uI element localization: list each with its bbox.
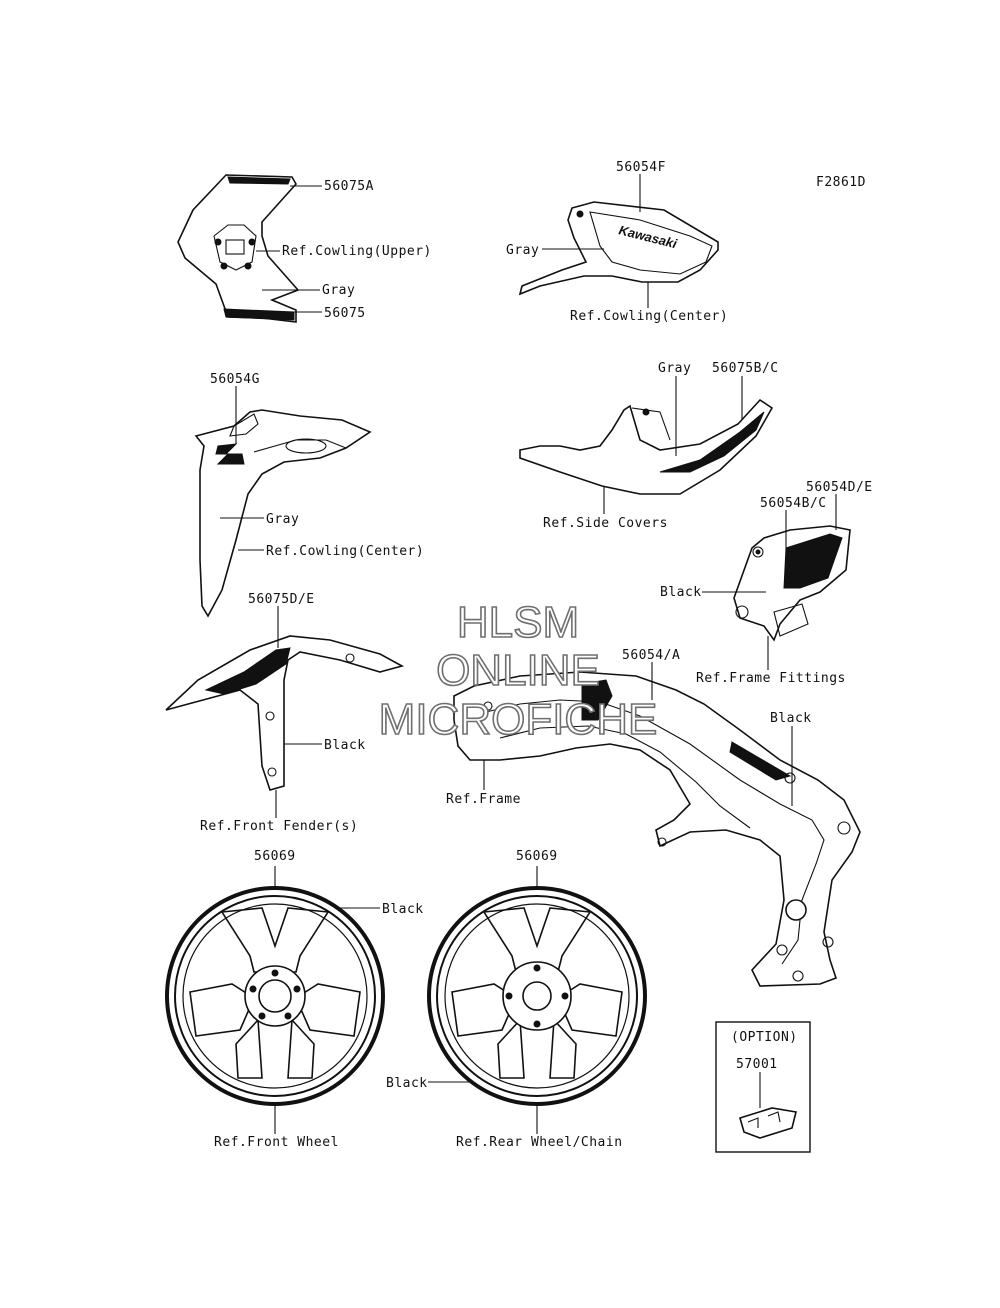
label-gray-center: Gray xyxy=(506,243,539,258)
rear-wheel-part xyxy=(427,886,647,1106)
watermark-line3: MICROFICHE xyxy=(379,695,658,744)
label-56075A: 56075A xyxy=(324,179,374,194)
label-black-front-wheel: Black xyxy=(382,902,424,917)
option-box: (OPTION) 57001 xyxy=(715,1021,811,1153)
watermark: HLSM ONLINE MICROFICHE xyxy=(378,597,658,745)
label-56075: 56075 xyxy=(324,306,366,321)
label-57001: 57001 xyxy=(736,1057,778,1072)
label-gray-side: Gray xyxy=(266,512,299,527)
option-part-57001 xyxy=(739,1107,797,1139)
frame-part xyxy=(453,671,861,987)
label-56075DE: 56075D/E xyxy=(248,592,315,607)
label-black-frame: Black xyxy=(770,711,812,726)
watermark-line1: HLSM xyxy=(457,598,579,647)
label-ref-cowling-center-side: Ref.Cowling(Center) xyxy=(266,544,424,559)
upper-cowling-part xyxy=(177,174,300,323)
figure-code: F2861D xyxy=(816,175,866,190)
label-option: (OPTION) xyxy=(731,1030,798,1045)
label-ref-side-covers: Ref.Side Covers xyxy=(543,516,668,531)
side-cowling-part xyxy=(194,409,372,618)
label-56075BC: 56075B/C xyxy=(712,361,779,376)
frame-fittings-part xyxy=(733,525,851,642)
label-56069-rear: 56069 xyxy=(516,849,558,864)
label-black-rear-wheel: Black xyxy=(386,1076,428,1091)
label-56054F: 56054F xyxy=(616,160,666,175)
label-ref-cowling-upper: Ref.Cowling(Upper) xyxy=(282,244,432,259)
center-cowling-part: Kawasaki xyxy=(518,201,719,296)
label-56054BC: 56054B/C xyxy=(760,496,827,511)
label-gray-covers: Gray xyxy=(658,361,691,376)
label-ref-frame: Ref.Frame xyxy=(446,792,521,807)
label-ref-cowling-center-top: Ref.Cowling(Center) xyxy=(570,309,728,324)
label-ref-front-fender: Ref.Front Fender(s) xyxy=(200,819,358,834)
label-black-fittings: Black xyxy=(660,585,702,600)
label-black-fender: Black xyxy=(324,738,366,753)
watermark-line2: ONLINE xyxy=(436,646,600,695)
side-covers-part xyxy=(519,398,774,495)
label-ref-frame-fittings: Ref.Frame Fittings xyxy=(696,671,846,686)
label-56054DE: 56054D/E xyxy=(806,480,873,495)
label-ref-rear-wheel: Ref.Rear Wheel/Chain xyxy=(456,1135,623,1150)
label-56054G: 56054G xyxy=(210,372,260,387)
front-wheel-part xyxy=(165,886,385,1106)
front-fender-part xyxy=(165,635,405,791)
label-56069-front: 56069 xyxy=(254,849,296,864)
label-gray-upper: Gray xyxy=(322,283,355,298)
label-ref-front-wheel: Ref.Front Wheel xyxy=(214,1135,339,1150)
label-56054A: 56054/A xyxy=(622,648,680,663)
